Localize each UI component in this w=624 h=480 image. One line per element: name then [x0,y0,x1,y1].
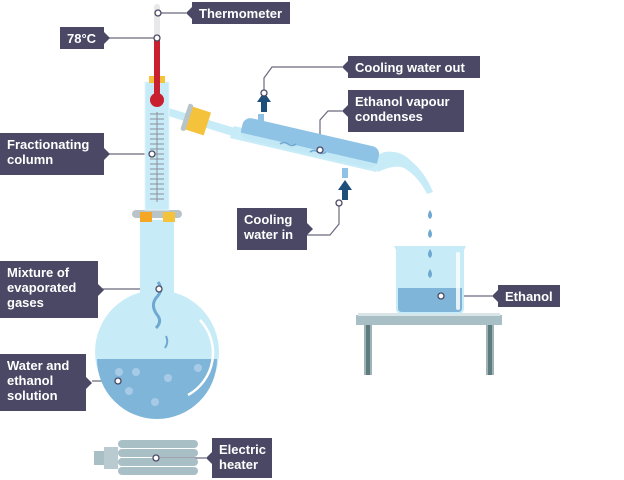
label-temperature: 78°C [60,27,110,49]
leader-water-out [263,66,342,95]
electric-heater [94,440,198,475]
condenser [162,103,380,178]
label-thermometer: Thermometer [186,2,290,24]
thermometer [150,4,164,107]
dot-water-out [260,89,268,97]
dot-vapour [316,146,324,154]
dot-solution [114,377,122,385]
water-out-arrow [257,92,271,112]
label-electric-heater: Electric heater [206,438,272,478]
water-in-arrow [338,180,352,200]
label-ethanol-vapour: Ethanol vapour condenses [342,90,464,132]
stand [356,313,502,375]
label-cooling-water-out: Cooling water out [342,56,480,78]
label-fractionating-column: Fractionating column [0,133,110,175]
dot-ethanol [437,292,445,300]
dot-water-in [335,199,343,207]
dot-heater [152,454,160,462]
dot-gases [155,285,163,293]
round-bottom-flask [95,210,219,419]
dot-column [148,150,156,158]
dot-thermometer [154,9,162,17]
dot-temperature [153,34,161,42]
leader-water-in [307,203,340,236]
beaker [394,246,466,314]
droplets [428,210,432,278]
label-ethanol: Ethanol [492,285,560,307]
label-cooling-water-in: Cooling water in [237,208,313,250]
label-mixture-gases: Mixture of evaporated gases [0,261,104,318]
label-water-ethanol: Water and ethanol solution [0,354,92,411]
condenser-outlet [368,151,433,194]
